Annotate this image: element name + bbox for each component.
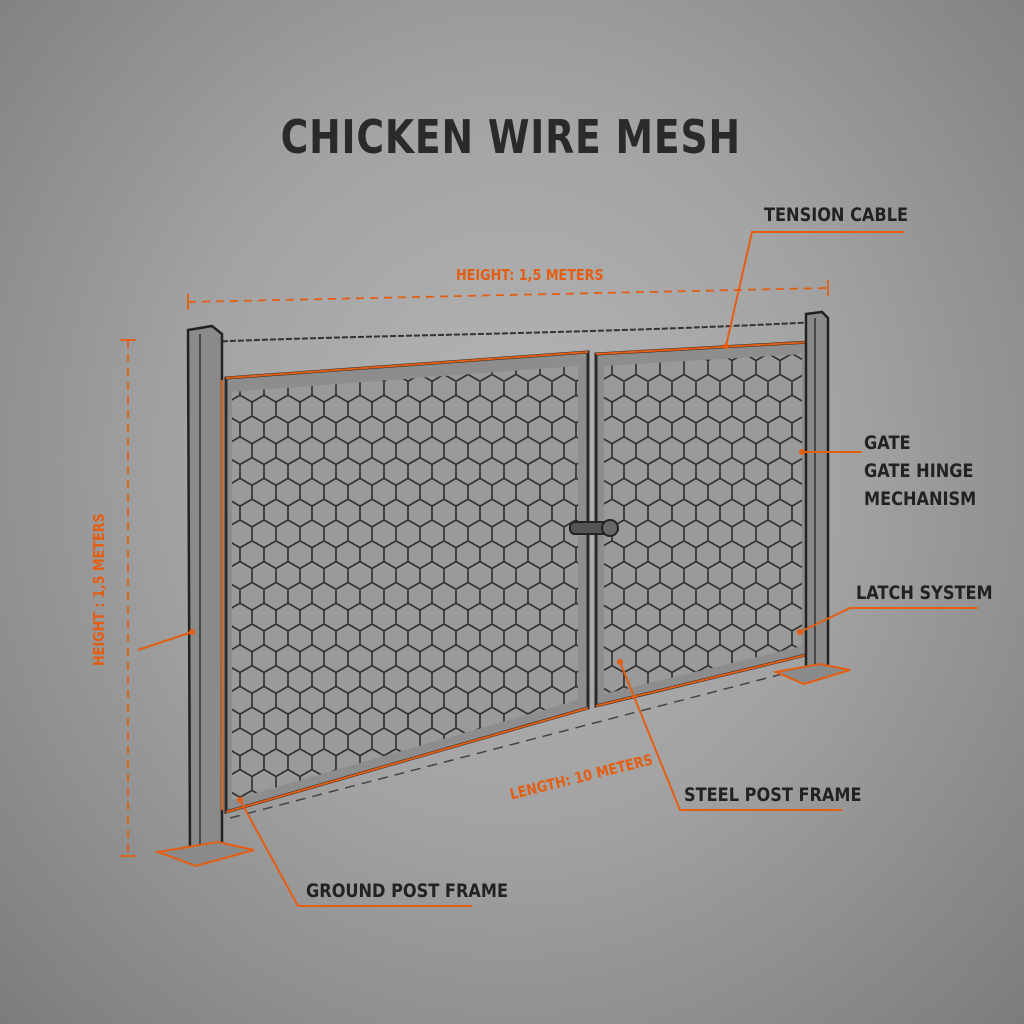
steel-post-frame-leader [619, 661, 842, 811]
gate-panel [594, 340, 812, 708]
left-post [154, 324, 255, 868]
right-post [772, 310, 851, 686]
ground-post-frame-leader [239, 799, 472, 907]
side-post-leader [137, 631, 193, 651]
gate-label-line-3: MECHANISM [864, 488, 977, 510]
ground-post-frame-label: GROUND POST FRAME [306, 880, 508, 902]
tension-cable-marker [723, 343, 729, 349]
latch-system-label: LATCH SYSTEM [856, 582, 993, 604]
ground-line [229, 671, 791, 819]
side-dimension-line [120, 339, 136, 857]
ground-post-frame-marker [237, 797, 243, 803]
diagram-title: CHICKEN WIRE MESH [280, 110, 741, 164]
latch [569, 519, 619, 537]
side-post-marker [189, 629, 195, 635]
tension-cable-leader [725, 231, 904, 347]
left-fence-panel [224, 350, 590, 814]
tension-cable-label: TENSION CABLE [764, 204, 909, 226]
latch-marker [797, 629, 803, 635]
top-dimension-line [187, 280, 829, 310]
side-dimension-label: HEIGHT : 1,5 METERS [90, 513, 108, 666]
top-dimension-label: HEIGHT: 1,5 METERS [456, 266, 604, 284]
steel-post-frame-label: STEEL POST FRAME [684, 784, 862, 806]
latch-leader [799, 607, 978, 633]
gate-label-line-1: GATE [864, 432, 911, 454]
tension-cable [205, 321, 819, 343]
gate-label-line-2: GATE HINGE [864, 460, 974, 482]
steel-post-frame-marker [617, 659, 623, 665]
gate-marker [799, 449, 805, 455]
